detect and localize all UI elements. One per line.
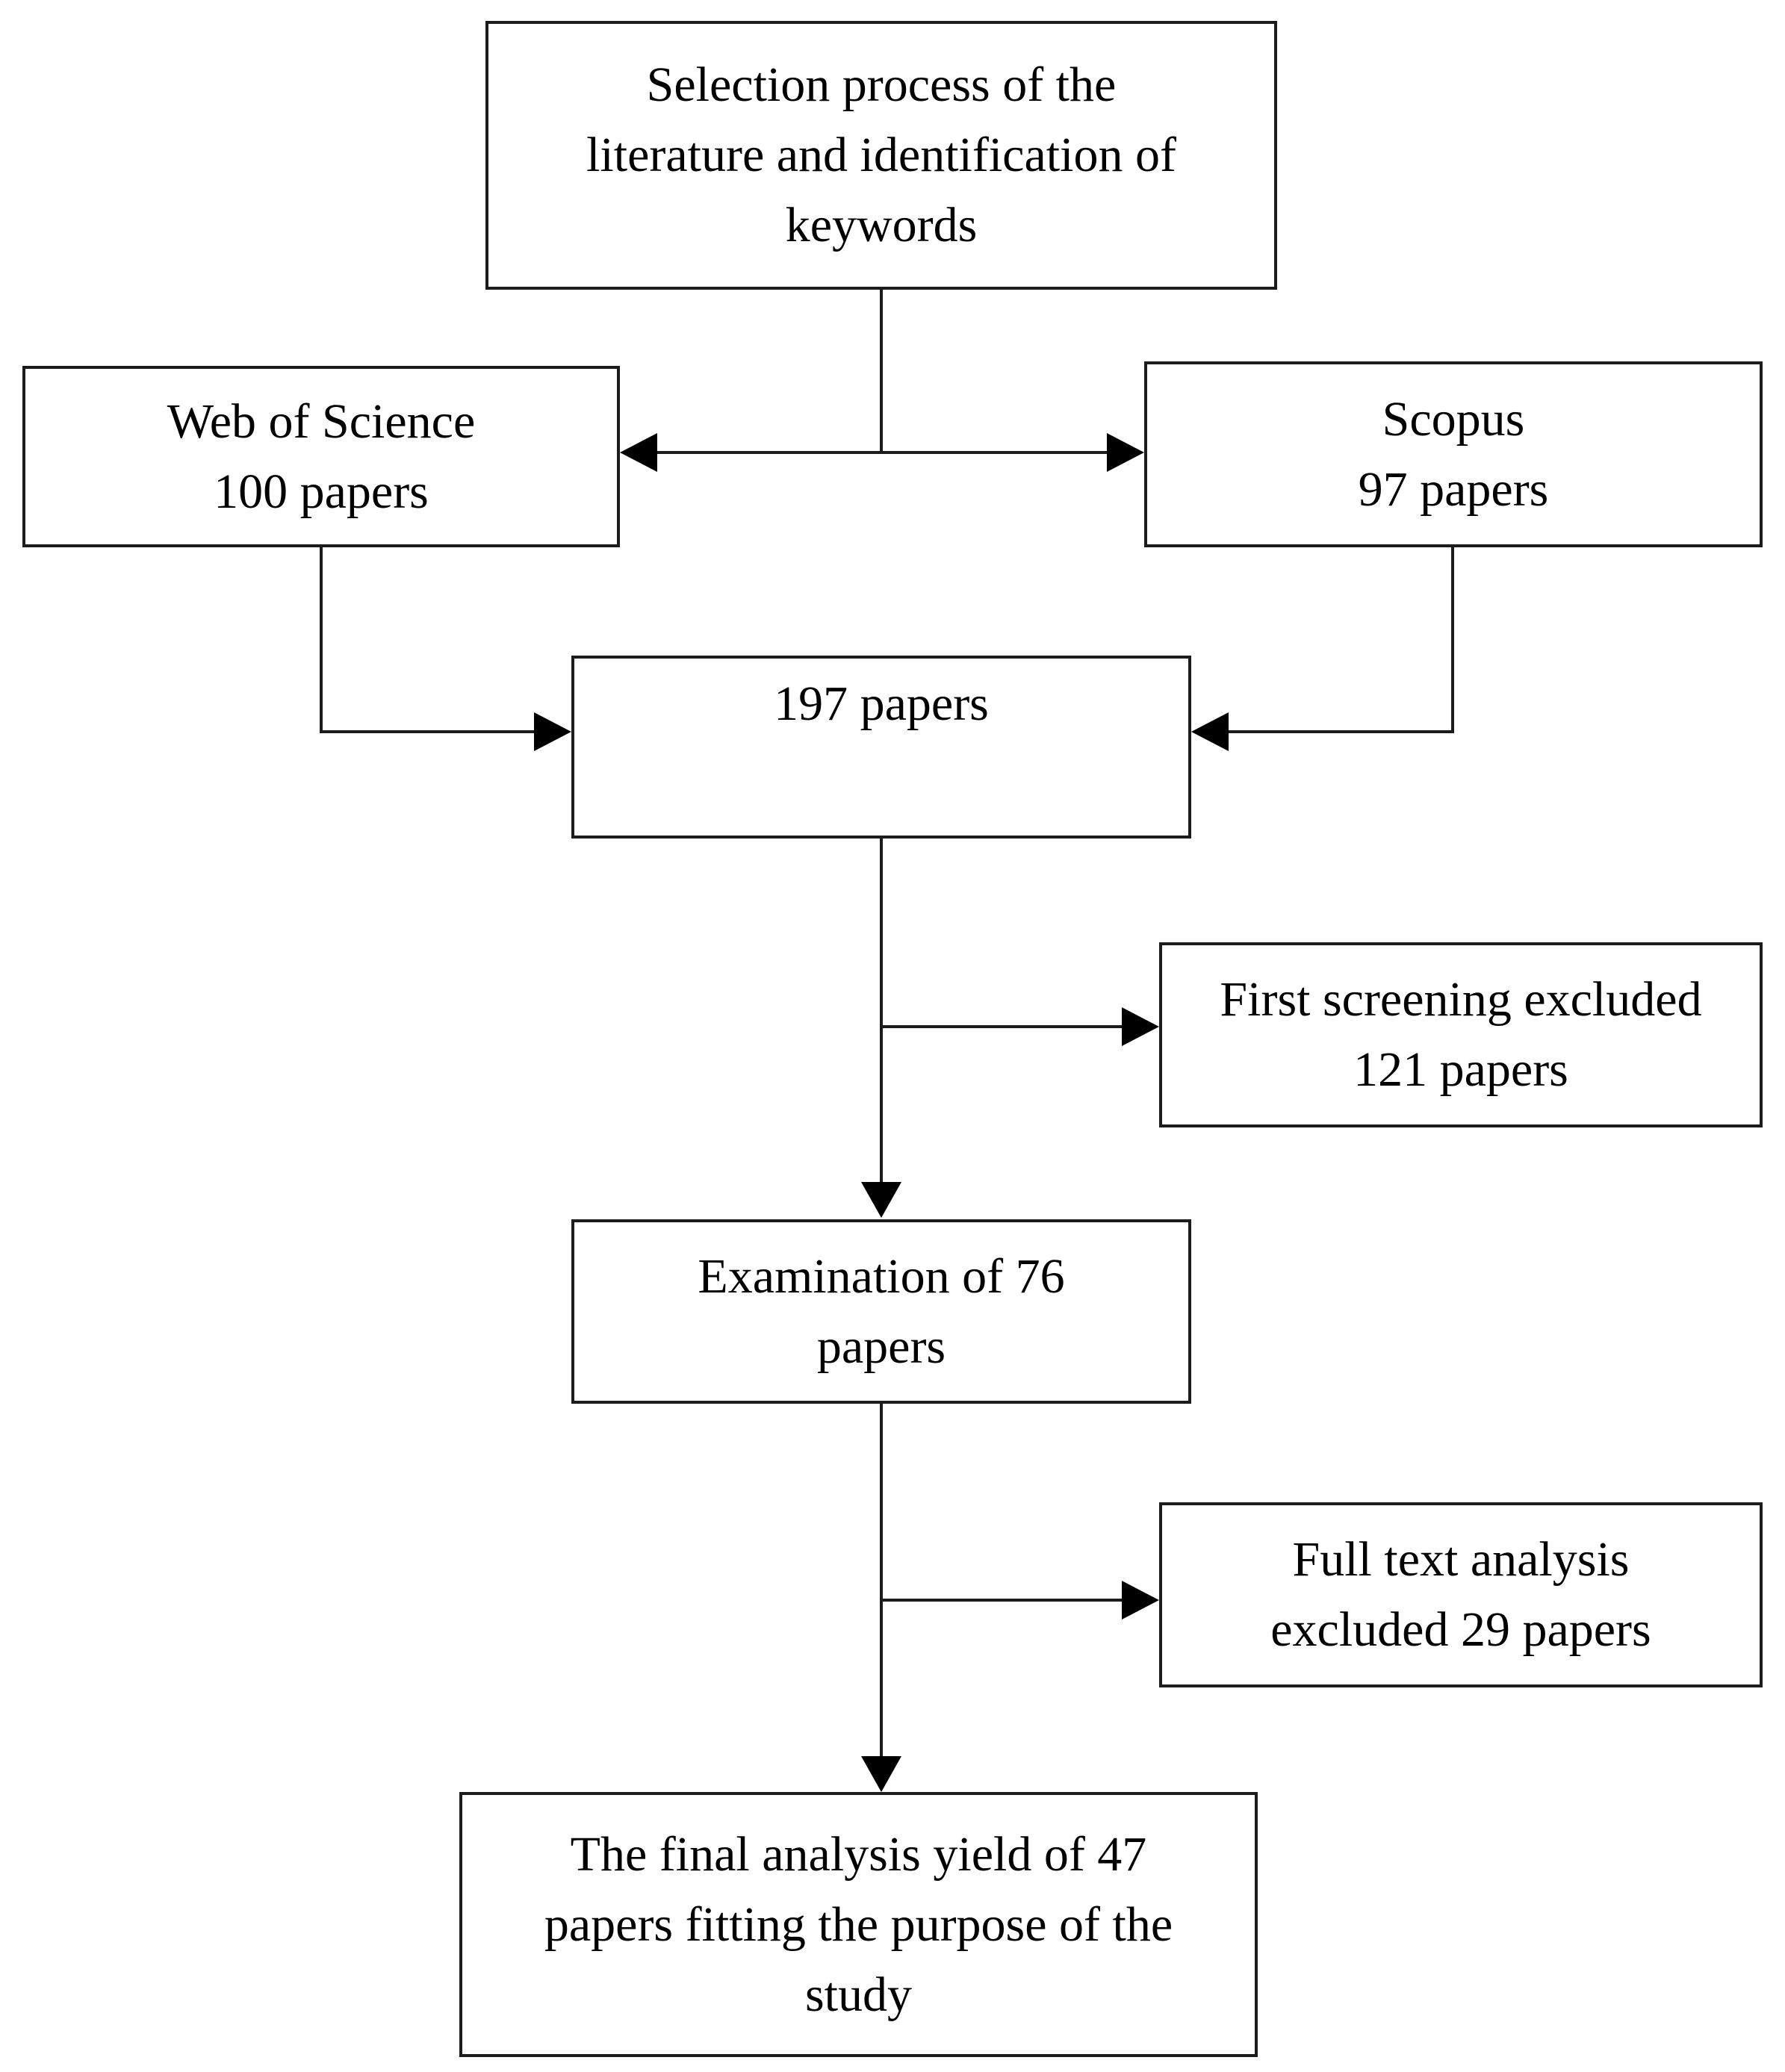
box-197-papers-text: 197 papers <box>774 676 989 731</box>
connector-split-horizontal <box>635 451 1128 454</box>
box-web-of-science: Web of Science 100 papers <box>22 366 620 547</box>
arrowhead-down-into-final-icon <box>861 1756 901 1792</box>
box-selection-process-text: Selection process of the literature and … <box>586 57 1176 252</box>
connector-examination-to-final <box>880 1402 883 1759</box>
connector-branch-to-fulltext <box>880 1599 1125 1602</box>
box-197-papers: 197 papers <box>571 656 1191 839</box>
box-final-analysis: The final analysis yield of 47 papers fi… <box>459 1792 1258 2057</box>
arrowhead-right-into-fulltext-icon <box>1122 1581 1159 1620</box>
box-examination-text: Examination of 76 papers <box>698 1248 1065 1374</box>
arrowhead-right-into-scopus-icon <box>1107 433 1144 472</box>
connector-scopus-down <box>1451 546 1454 733</box>
box-scopus: Scopus 97 papers <box>1144 361 1763 547</box>
arrowhead-left-into-merged-icon <box>1191 712 1229 751</box>
connector-wos-to-merged <box>320 730 538 733</box>
connector-wos-down <box>320 546 323 733</box>
connector-merged-to-examination <box>880 837 883 1185</box>
arrowhead-right-into-screening-icon <box>1122 1007 1159 1046</box>
box-scopus-text: Scopus 97 papers <box>1358 391 1549 517</box>
arrowhead-right-into-merged-icon <box>534 712 571 751</box>
box-examination: Examination of 76 papers <box>571 1219 1191 1404</box>
connector-branch-to-screening <box>880 1025 1125 1028</box>
box-first-screening-excluded: First screening excluded 121 papers <box>1159 942 1763 1127</box>
box-selection-process: Selection process of the literature and … <box>485 21 1277 290</box>
connector-top-to-split <box>880 290 883 452</box>
box-web-of-science-text: Web of Science 100 papers <box>167 393 476 519</box>
box-final-analysis-text: The final analysis yield of 47 papers fi… <box>544 1826 1173 2022</box>
box-full-text-analysis-text: Full text analysis excluded 29 papers <box>1270 1532 1651 1657</box>
box-full-text-analysis: Full text analysis excluded 29 papers <box>1159 1502 1763 1687</box>
arrowhead-down-into-exam-icon <box>861 1182 901 1218</box>
arrowhead-left-into-wos-icon <box>620 433 657 472</box>
box-first-screening-excluded-text: First screening excluded 121 papers <box>1220 972 1702 1097</box>
connector-scopus-to-merged <box>1229 730 1453 733</box>
